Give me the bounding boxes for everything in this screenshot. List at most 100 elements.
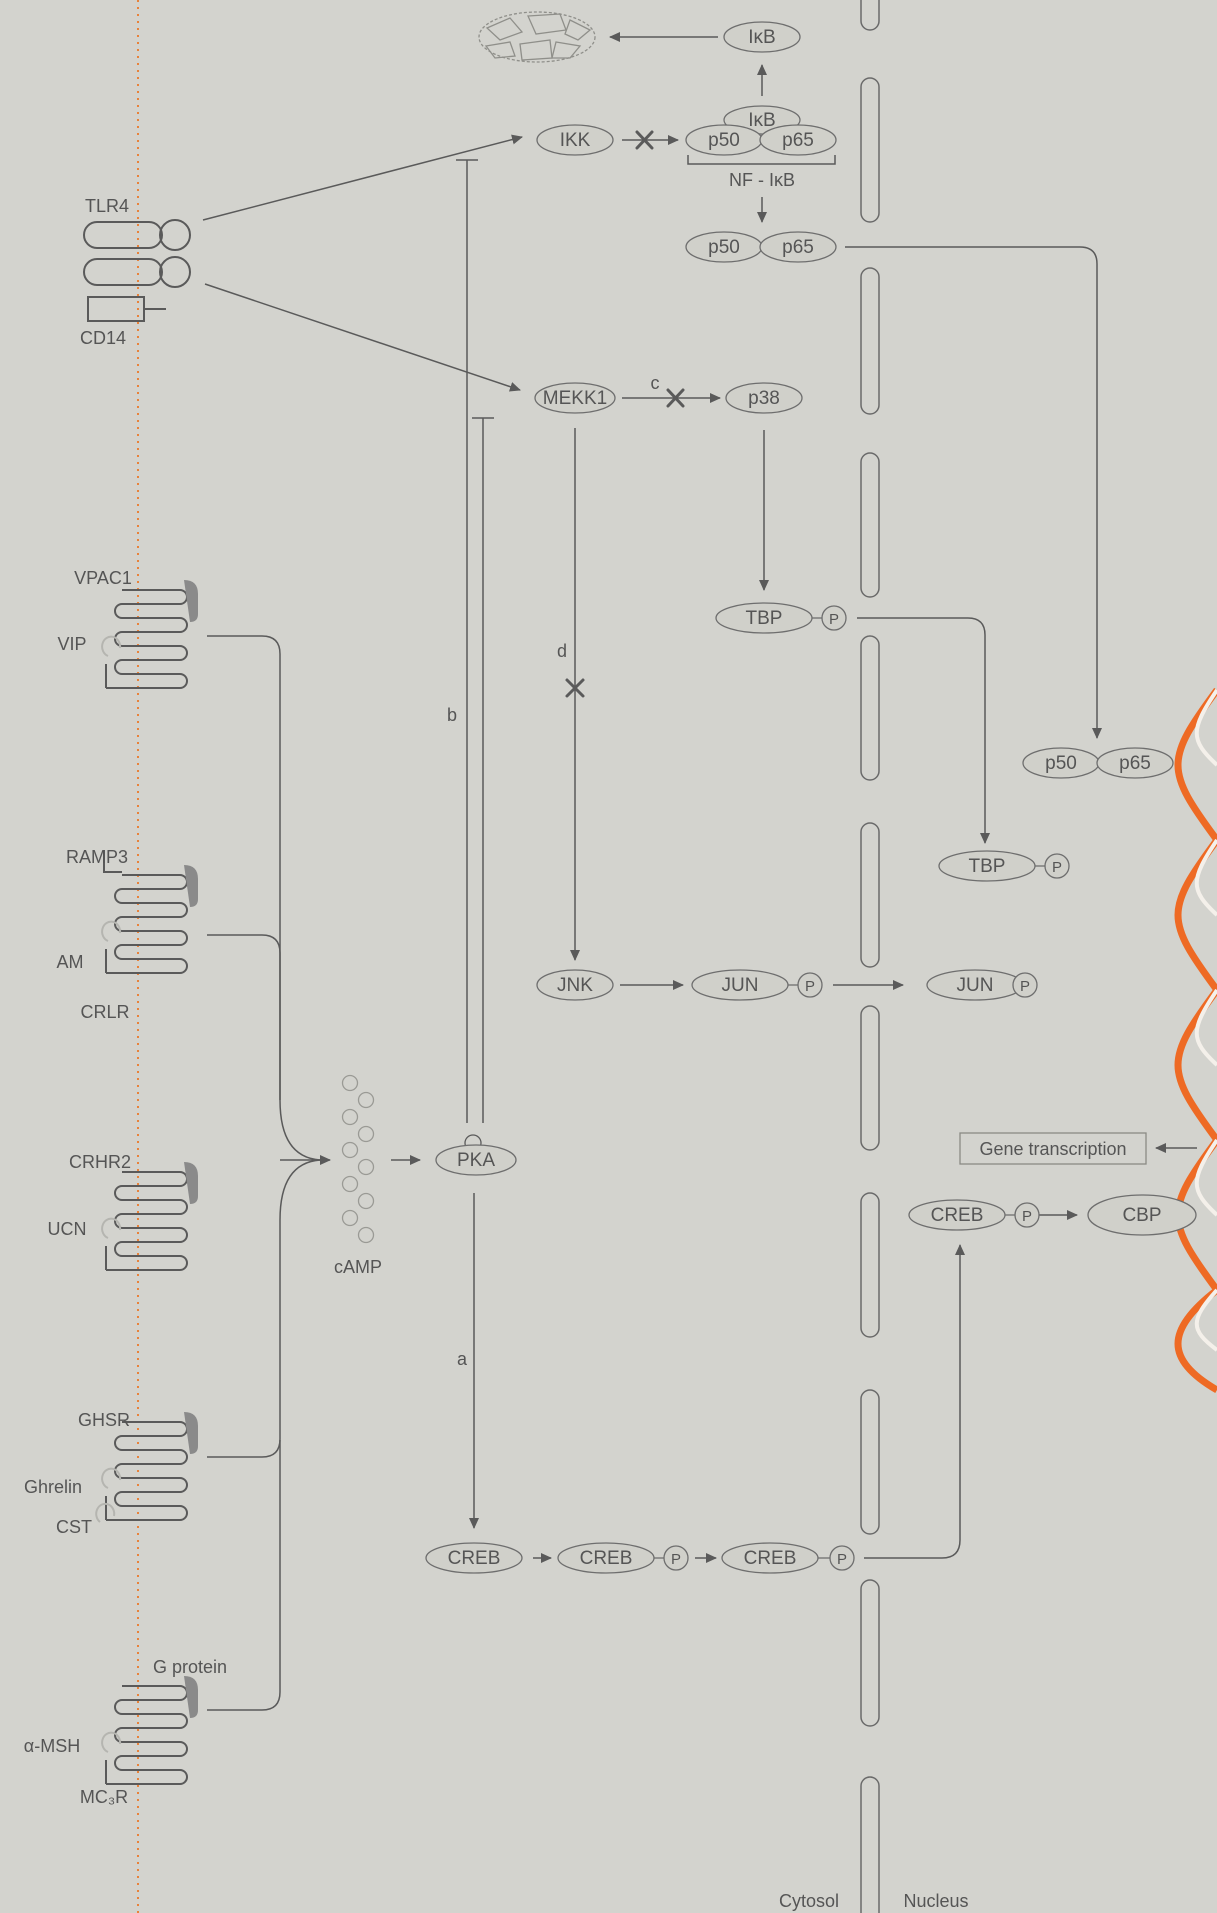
pka-node-label: PKA bbox=[457, 1150, 495, 1171]
cbp-node: CBP bbox=[1087, 1194, 1197, 1236]
mc3r-receptor-icon bbox=[101, 1676, 198, 1785]
gpcr-receptors bbox=[95, 580, 198, 1785]
dna-helix bbox=[1174, 687, 1217, 1394]
creb-3-node: CREB bbox=[721, 1542, 819, 1574]
creb-nuc-phos-node-label: P bbox=[1022, 1208, 1032, 1225]
jun-1-phos-node-label: P bbox=[805, 978, 815, 995]
jun-1-node: JUN bbox=[691, 969, 789, 1001]
creb-nuc-node: CREB bbox=[908, 1199, 1006, 1231]
ligand-icon bbox=[101, 920, 122, 942]
cst-ligand-icon bbox=[95, 1502, 116, 1523]
block-x-icon bbox=[666, 388, 685, 408]
p50-c-node-label: p50 bbox=[1045, 753, 1077, 774]
p65-a-node-label: p65 bbox=[782, 130, 814, 151]
ikk-node-label: IKK bbox=[560, 130, 591, 151]
tlr4-receptor-icon bbox=[83, 219, 191, 322]
creb-2-phos-node: P bbox=[663, 1545, 689, 1571]
tbp-1-phos-node: P bbox=[821, 605, 847, 631]
camp-molecule bbox=[357, 1226, 375, 1244]
ikb-inner-node-label: IκB bbox=[748, 110, 775, 131]
camp-label: cAMP bbox=[334, 1257, 382, 1277]
gene-transcription-label: Gene transcription bbox=[979, 1139, 1126, 1159]
nucleus-label: Nucleus bbox=[903, 1891, 968, 1911]
tlr4-label: TLR4 bbox=[85, 196, 129, 216]
creb-1-node: CREB bbox=[425, 1542, 523, 1574]
p65-c-node: p65 bbox=[1096, 747, 1174, 779]
p50-a-node-label: p50 bbox=[708, 130, 740, 151]
degraded-ikb-fragments-icon bbox=[478, 11, 596, 63]
creb-2-node-label: CREB bbox=[580, 1548, 633, 1569]
mekk1-node-label: MEKK1 bbox=[543, 388, 607, 409]
ligand-icon bbox=[101, 1467, 122, 1489]
jnk-node: JNK bbox=[536, 969, 614, 1001]
creb-1-node-label: CREB bbox=[448, 1548, 501, 1569]
ramp3-crlr-receptor-icon bbox=[101, 865, 198, 974]
g-protein-icon bbox=[184, 580, 198, 622]
creb-3-node-label: CREB bbox=[744, 1548, 797, 1569]
cd14-label: CD14 bbox=[80, 328, 126, 348]
g-protein-icon bbox=[184, 1412, 198, 1454]
creb-nuc-phos-node: P bbox=[1014, 1202, 1040, 1228]
nuclear-envelope bbox=[860, 0, 880, 1913]
c-label: c bbox=[651, 373, 660, 393]
ikk-node: IKK bbox=[536, 124, 614, 156]
p50-a-node: p50 bbox=[685, 124, 763, 156]
block-x-icon bbox=[635, 130, 654, 150]
mc3r-label: MC₃R bbox=[80, 1787, 128, 1807]
p50-b-node-label: p50 bbox=[708, 237, 740, 258]
camp-molecule bbox=[341, 1209, 359, 1227]
camp-molecule bbox=[357, 1158, 375, 1176]
camp-molecule bbox=[357, 1125, 375, 1143]
vip-label: VIP bbox=[57, 634, 86, 654]
g-protein-label: G protein bbox=[153, 1657, 227, 1677]
jun-2-node-label: JUN bbox=[957, 975, 994, 996]
ligand-icon bbox=[101, 635, 122, 657]
g-protein-icon bbox=[184, 865, 198, 907]
p65-b-node: p65 bbox=[759, 231, 837, 263]
tbp-2-node: TBP bbox=[938, 850, 1036, 882]
creb-2-node: CREB bbox=[557, 1542, 655, 1574]
camp-molecule bbox=[357, 1091, 375, 1109]
tbp-2-node-label: TBP bbox=[969, 856, 1006, 877]
ghrelin-label: Ghrelin bbox=[24, 1477, 82, 1497]
arrow-tbp-translocation bbox=[857, 617, 990, 844]
connector-ramp3 bbox=[207, 934, 281, 1100]
block-marks bbox=[565, 130, 685, 698]
crhr2-receptor-icon bbox=[101, 1162, 198, 1271]
jun-2-phos-node: P bbox=[1012, 972, 1038, 998]
connector-ghsr bbox=[207, 1159, 321, 1458]
jun-1-node-label: JUN bbox=[722, 975, 759, 996]
block-x-icon bbox=[565, 678, 585, 698]
ligand-icon bbox=[101, 1217, 122, 1239]
p50-c-node: p50 bbox=[1022, 747, 1100, 779]
vpac1-receptor-icon bbox=[101, 580, 198, 689]
ikb-top-node-label: IκB bbox=[748, 27, 775, 48]
tbp-1-phos-node-label: P bbox=[829, 611, 839, 628]
tbp-1-node: TBP bbox=[715, 602, 813, 634]
tbp-2-phos-node-label: P bbox=[1052, 859, 1062, 876]
p65-b-node-label: p65 bbox=[782, 237, 814, 258]
cytosol-label: Cytosol bbox=[779, 1891, 839, 1911]
arrow-tlr4-ikk bbox=[202, 134, 523, 221]
cbp-node-label: CBP bbox=[1122, 1205, 1161, 1226]
tbp-1-node-label: TBP bbox=[746, 608, 783, 629]
p38-node: p38 bbox=[725, 382, 803, 414]
crlr-label: CRLR bbox=[80, 1002, 129, 1022]
ligand-icon bbox=[101, 1731, 122, 1753]
camp-molecule bbox=[341, 1175, 359, 1193]
mekk1-node: MEKK1 bbox=[534, 382, 616, 414]
ikb-top-node: IκB bbox=[723, 21, 801, 53]
ramp3-label: RAMP3 bbox=[66, 847, 128, 867]
connector-mc3r bbox=[207, 1440, 281, 1711]
p38-node-label: p38 bbox=[748, 388, 780, 409]
p65-c-node-label: p65 bbox=[1119, 753, 1151, 774]
jnk-node-label: JNK bbox=[557, 975, 593, 996]
jun-2-node: JUN bbox=[926, 969, 1024, 1001]
d-label: d bbox=[557, 641, 567, 661]
p50-b-node: p50 bbox=[685, 231, 763, 263]
creb-nuc-node-label: CREB bbox=[931, 1205, 984, 1226]
pathway-connectors bbox=[202, 32, 1197, 1711]
p65-a-node: p65 bbox=[759, 124, 837, 156]
creb-3-phos-node-label: P bbox=[837, 1551, 847, 1568]
